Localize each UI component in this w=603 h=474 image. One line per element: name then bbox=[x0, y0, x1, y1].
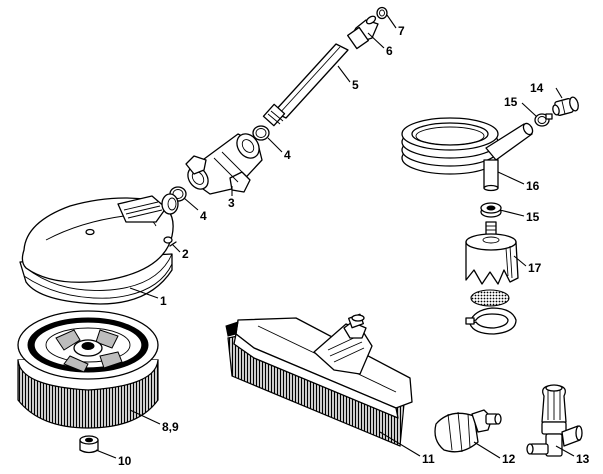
part-13-rotor-nozzle bbox=[526, 384, 583, 457]
part-3-swivel-joint bbox=[185, 133, 263, 195]
part-8-9-rotating-brush-head bbox=[17, 310, 159, 429]
callout-10: 10 bbox=[118, 454, 132, 468]
part-10-bushing bbox=[79, 435, 99, 454]
part-11-wash-brush bbox=[225, 313, 413, 447]
part-1-rotary-brush-housing bbox=[19, 193, 179, 305]
callout-5: 5 bbox=[352, 78, 359, 92]
callout-2: 2 bbox=[182, 247, 189, 261]
callout-16: 16 bbox=[526, 179, 540, 193]
callout-labels: 7 6 5 4 3 4 2 1 8,9 10 11 12 13 14 15 16… bbox=[118, 24, 590, 468]
part-15-hose-clamp-upper bbox=[534, 113, 553, 127]
callout-3: 3 bbox=[228, 196, 235, 210]
part-17-suction-funnel bbox=[465, 221, 519, 285]
callout-6: 6 bbox=[386, 44, 393, 58]
callout-13: 13 bbox=[576, 452, 590, 466]
part-14-fitting bbox=[552, 96, 579, 117]
callout-7: 7 bbox=[398, 24, 405, 38]
callout-14: 14 bbox=[530, 81, 544, 95]
leader-lines bbox=[95, 14, 575, 459]
callout-12: 12 bbox=[502, 452, 516, 466]
callout-1: 1 bbox=[160, 294, 167, 308]
part-5-extension-tube bbox=[262, 43, 349, 127]
part-12-nozzle bbox=[434, 409, 502, 453]
callout-11: 11 bbox=[422, 452, 435, 466]
part-7-o-ring bbox=[376, 6, 388, 20]
part-4-o-ring-upper bbox=[252, 125, 270, 141]
filter-mesh bbox=[470, 289, 510, 307]
part-16-coiled-hose bbox=[401, 117, 534, 192]
callout-4-lower: 4 bbox=[200, 209, 207, 223]
part-2-screw bbox=[163, 236, 177, 247]
part-15-hose-clamp-lower bbox=[480, 202, 502, 218]
callout-8-9: 8,9 bbox=[162, 420, 179, 434]
callout-15-lower: 15 bbox=[526, 210, 540, 224]
callout-17: 17 bbox=[528, 261, 542, 275]
retaining-ring bbox=[465, 307, 517, 335]
callout-4-upper: 4 bbox=[284, 148, 291, 162]
callout-15-upper: 15 bbox=[504, 95, 518, 109]
part-6-connector bbox=[347, 15, 379, 50]
